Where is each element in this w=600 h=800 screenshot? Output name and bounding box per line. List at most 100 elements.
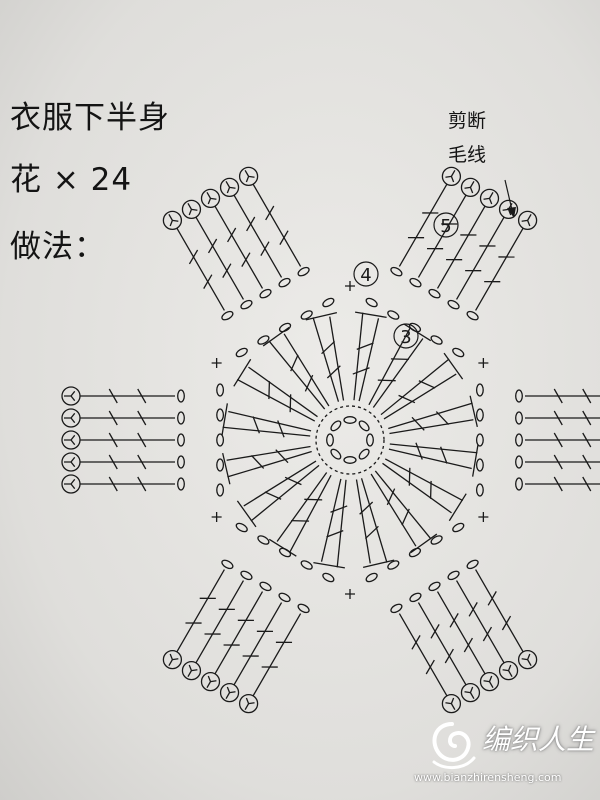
- round4-chain: [235, 522, 248, 533]
- stitch-cross-bar: [137, 388, 147, 404]
- round4-chain: [216, 458, 225, 472]
- stitch-cross-bar: [356, 342, 374, 351]
- ring-chain: [343, 416, 357, 424]
- picot-mark: [64, 456, 76, 468]
- picot-mark: [483, 191, 494, 205]
- picot-circle: [441, 693, 462, 714]
- single-crochet-mark: [211, 512, 222, 522]
- ring-chain: [330, 420, 342, 432]
- stitch-cross-bar: [108, 454, 118, 470]
- round5-chain: [177, 477, 185, 491]
- stitch-cross-bar: [222, 263, 232, 278]
- round5-chain: [177, 455, 185, 469]
- center-ring: [315, 405, 385, 475]
- double-treble-stitch: [398, 183, 448, 267]
- round-label-4: 4: [353, 261, 379, 287]
- round4-chain: [475, 458, 484, 472]
- stitch-top-bar: [262, 326, 290, 347]
- treble-stitch: [383, 373, 457, 420]
- single-crochet-mark: [478, 358, 489, 368]
- round5-chain: [259, 581, 272, 592]
- stitch-cross-bar: [582, 432, 592, 448]
- svg-text:4: 4: [360, 265, 371, 286]
- cut-note-line-2: 毛线: [448, 144, 487, 166]
- ring-chain: [358, 420, 370, 432]
- stitch-cross-bar: [444, 648, 454, 664]
- stitch-cross-bar: [290, 354, 299, 372]
- treble-stitch: [389, 419, 474, 435]
- single-crochet-mark: [345, 281, 355, 291]
- single-crochet-mark: [211, 358, 222, 368]
- watermark-text: 编织人生: [482, 723, 595, 756]
- double-treble-stitch: [233, 602, 283, 686]
- stitch-cross-bar: [279, 230, 289, 245]
- picot-mark: [502, 664, 513, 678]
- stitch-cross-bar: [411, 635, 421, 650]
- picot-circle: [200, 188, 221, 209]
- stitch-cross-bar: [304, 374, 314, 392]
- treble-stitch: [243, 460, 317, 507]
- double-treble-stitch: [214, 591, 264, 675]
- round5-chain: [428, 288, 441, 299]
- stitch-top-bar: [410, 533, 438, 554]
- round5-chain: [177, 433, 185, 447]
- double-treble-stitch: [214, 205, 264, 289]
- stitch-cross-bar: [264, 491, 282, 500]
- double-treble-stitch: [475, 227, 524, 311]
- picot-circle: [238, 693, 259, 714]
- double-treble-stitch: [455, 580, 505, 664]
- stitch-top-bar: [443, 352, 464, 380]
- picot-circle: [441, 166, 462, 187]
- round5-chain: [240, 570, 253, 581]
- cut-note-line-1: 剪断: [448, 110, 487, 132]
- ring-chain: [366, 433, 374, 447]
- picot-mark: [64, 390, 76, 402]
- treble-stitch: [227, 450, 312, 478]
- stitch-cross-bar: [418, 380, 436, 389]
- stitch-cross-bar: [582, 476, 592, 492]
- picot-mark: [483, 675, 494, 689]
- picot-circle: [517, 210, 538, 231]
- round4-chain: [452, 522, 465, 533]
- single-crochet-mark: [345, 589, 355, 599]
- treble-stitch: [355, 479, 371, 564]
- stitch-top-bar: [305, 312, 338, 321]
- stitch-cross-bar: [553, 388, 563, 404]
- double-treble-stitch: [176, 569, 225, 653]
- picot-mark: [64, 412, 76, 424]
- picot-mark: [225, 180, 236, 194]
- picot-circle: [61, 452, 81, 472]
- round4-chain: [278, 547, 292, 558]
- round4-chain: [452, 347, 465, 358]
- ring-chain: [330, 448, 342, 460]
- round5-chain: [515, 433, 523, 447]
- round5-chain: [466, 559, 479, 570]
- round5-chain: [515, 455, 523, 469]
- round5-chain: [466, 310, 479, 321]
- treble-stitch: [268, 340, 326, 410]
- round5-chain: [177, 389, 185, 403]
- stitch-cross-bar: [108, 476, 118, 492]
- round4-chain: [387, 310, 400, 320]
- double-treble-stitch: [195, 580, 245, 664]
- round5-chain: [221, 559, 234, 570]
- single-crochet-mark: [478, 512, 489, 522]
- treble-stitch: [384, 458, 464, 502]
- picot-mark: [64, 434, 76, 446]
- round5-chain: [428, 581, 441, 592]
- round-label-3: 3: [393, 323, 419, 349]
- picot-circle: [460, 682, 481, 703]
- double-treble-stitch: [398, 613, 448, 697]
- watermark-url: www.bianzhirensheng.com: [414, 771, 562, 784]
- round4-chain: [216, 433, 225, 447]
- motif-count: 花 × 24: [10, 162, 133, 198]
- round5-chain: [447, 570, 460, 581]
- treble-stitch: [374, 470, 432, 540]
- stitch-cross-bar: [246, 216, 256, 232]
- stitch-cross-bar: [291, 519, 310, 522]
- stitch-cross-bar: [377, 379, 396, 382]
- treble-stitch: [222, 426, 311, 437]
- stitch-top-bar: [362, 559, 395, 568]
- stitch-top-bar: [355, 311, 387, 318]
